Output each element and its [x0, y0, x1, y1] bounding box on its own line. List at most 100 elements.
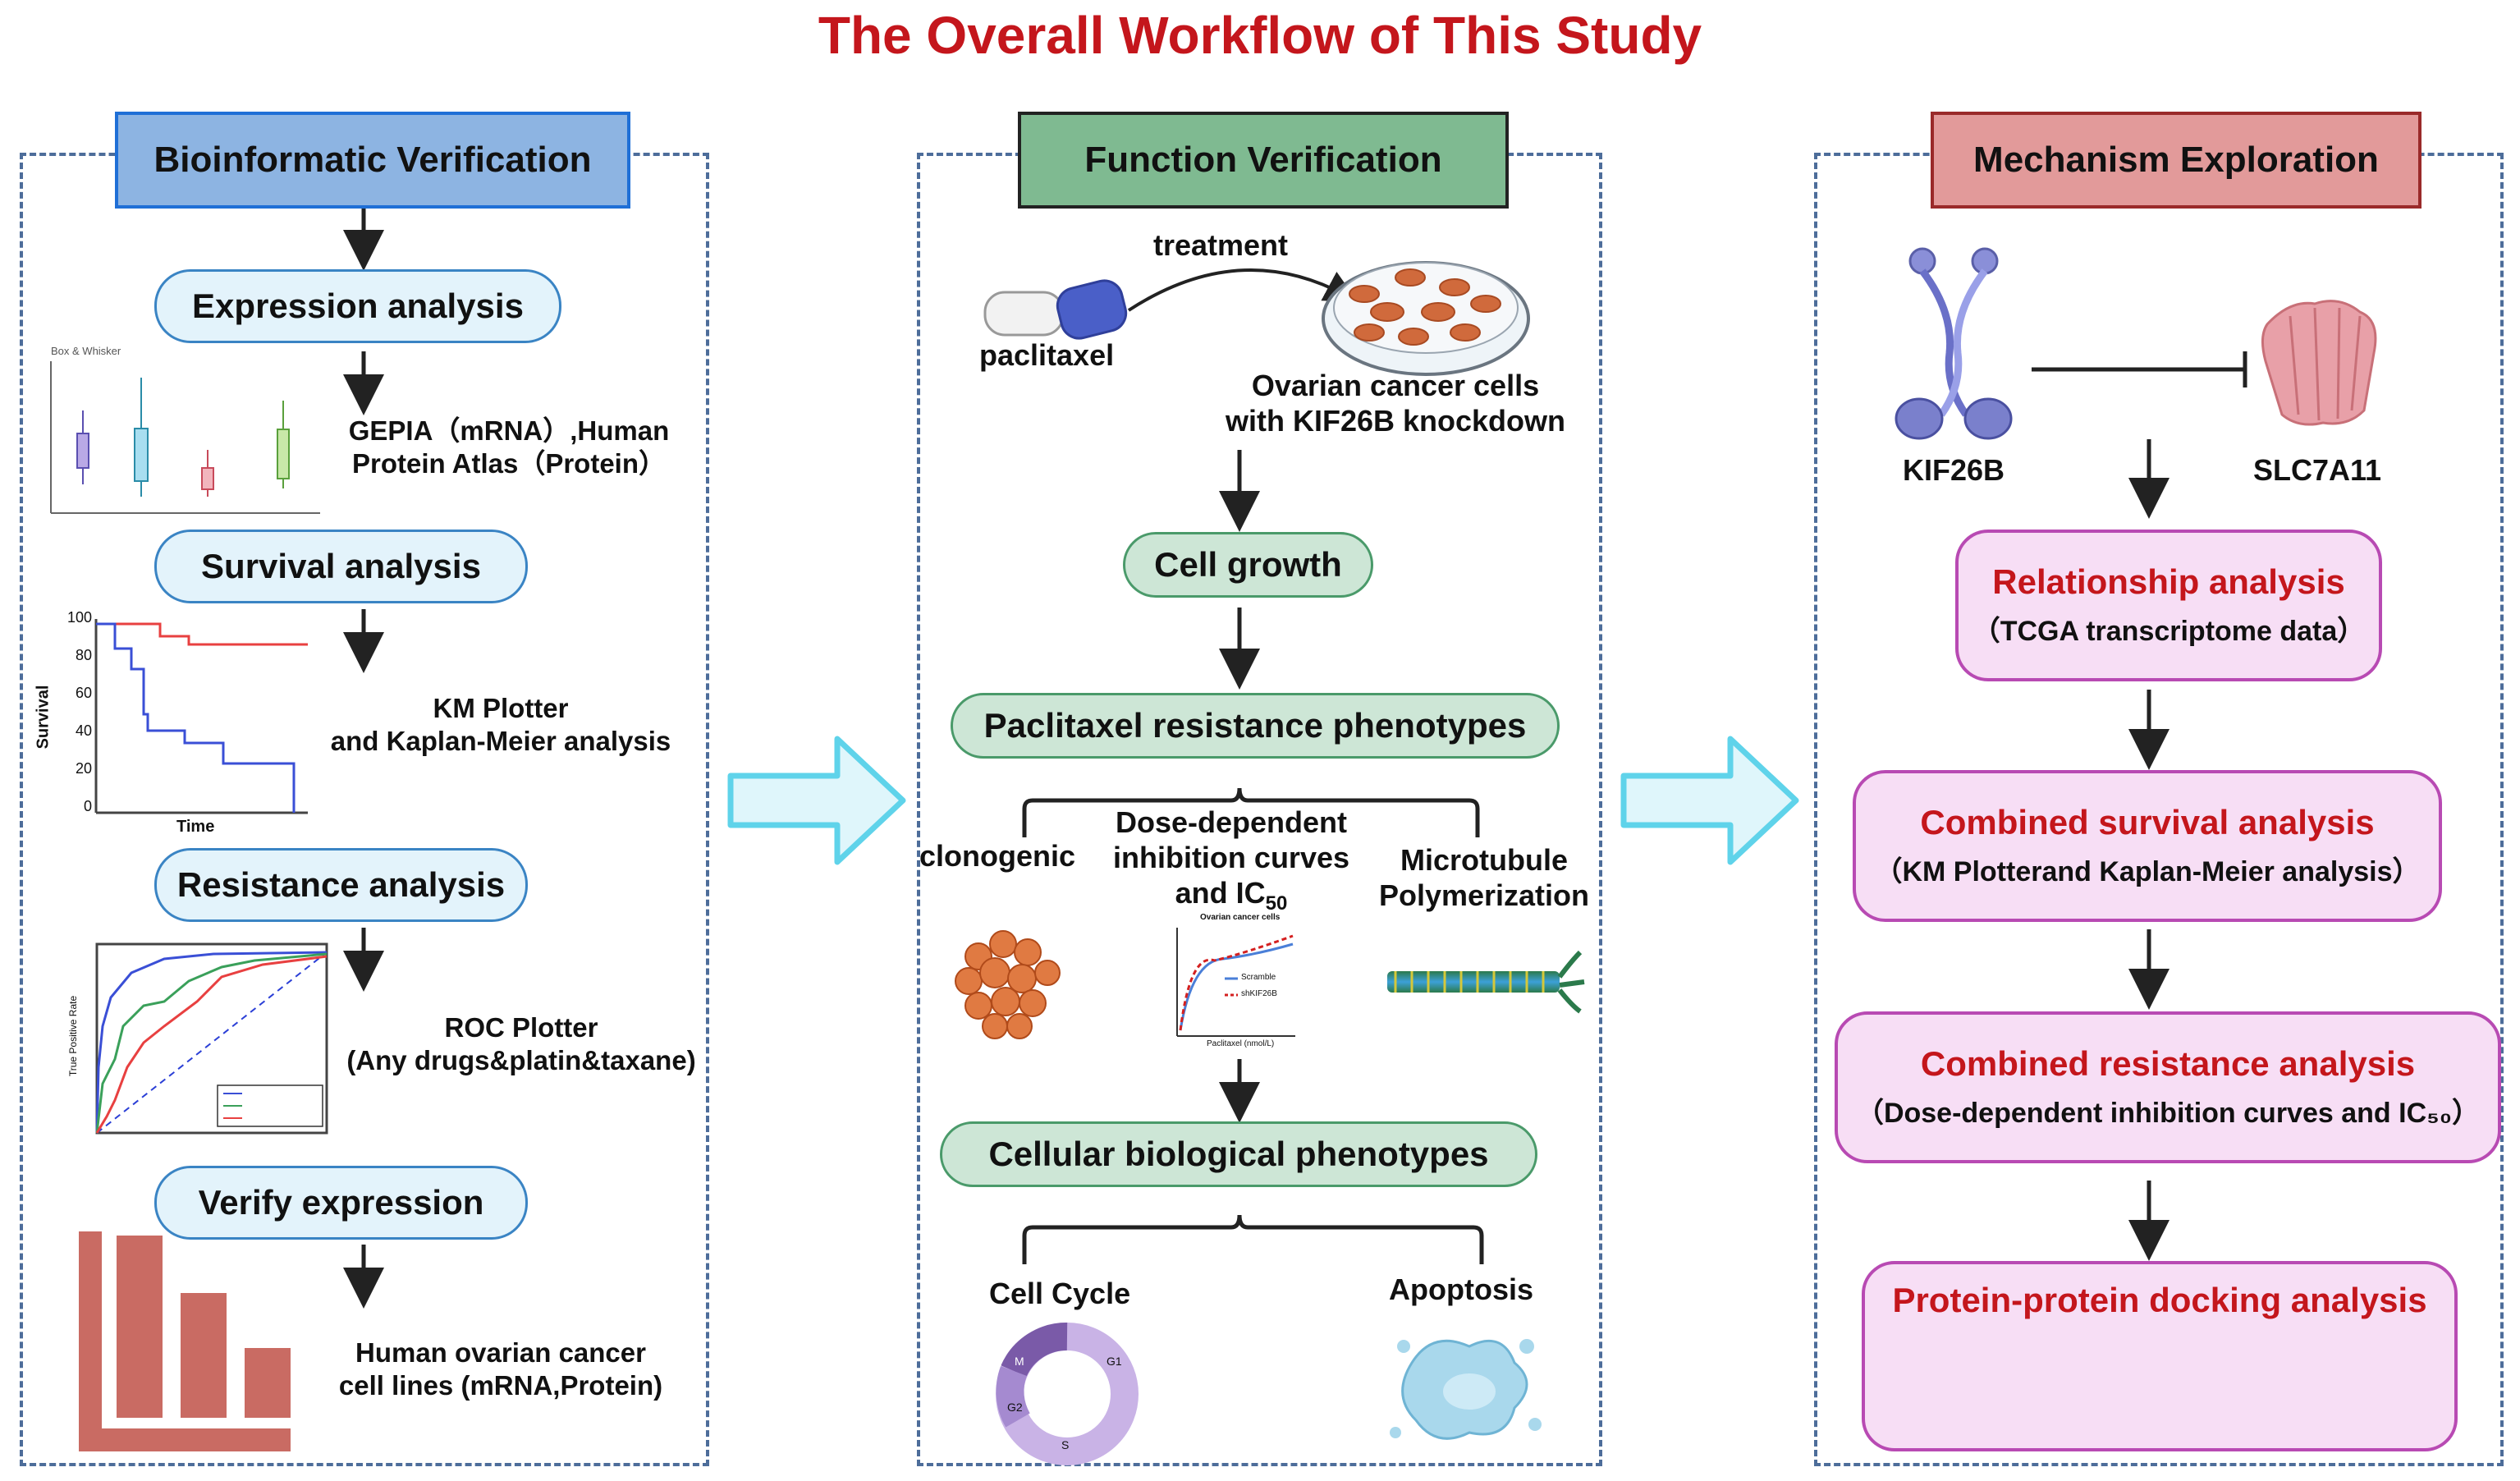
survival-desc-line1: KM Plotter [433, 693, 569, 723]
roc-curve-blue [95, 951, 328, 1134]
brace-biological [1022, 1214, 1484, 1264]
km-tick-labels: 100 80 60 40 20 0 [51, 609, 92, 818]
km-tick: 40 [75, 722, 92, 739]
micro-label: Microtubule Polymerization [1369, 842, 1599, 913]
cells-label: Ovarian cancer cells with KIF26B knockdo… [1198, 368, 1592, 438]
roc-y-label: True Positive Rate [67, 995, 80, 1077]
survival-desc: KM Plotter and Kaplan-Meier analysis [312, 692, 690, 757]
ic50-chart [1176, 928, 1295, 1037]
box-survival-sub: （KM Plotterand Kaplan-Meier analysis） [1874, 856, 2421, 887]
ic50-legend-scramble: Scramble [1241, 973, 1276, 982]
box-resistance-sub: （Dose-dependent inhibition curves and IC… [1855, 1098, 2481, 1129]
dose-label-line3: and IC50 [1092, 875, 1371, 916]
treatment-curve [1127, 268, 1359, 312]
kif26b-label: KIF26B [1903, 453, 2005, 487]
cycle-label-m: M [1015, 1355, 1024, 1368]
km-tick: 100 [66, 609, 92, 626]
pill-resistance-analysis: Resistance analysis [154, 848, 528, 922]
expression-desc: GEPIA（mRNA）,Human Protein Atlas（Protein） [328, 415, 690, 479]
box-series-3 [201, 450, 214, 497]
paclitaxel-label: paclitaxel [979, 338, 1115, 372]
expression-desc-line1: GEPIA（mRNA）,Human [348, 415, 670, 446]
clonogenic-label: clonogenic [919, 839, 1076, 873]
km-tick: 0 [83, 798, 92, 814]
box-survival-title: Combined survival analysis [1920, 803, 2375, 841]
pill-expression-analysis: Expression analysis [154, 269, 561, 343]
big-flow-arrows [727, 736, 1799, 865]
pill-biological-phenotypes: Cellular biological phenotypes [940, 1121, 1537, 1187]
resistance-desc-line2: (Any drugs&platin&taxane) [346, 1044, 696, 1075]
box-series-2 [134, 378, 149, 497]
bar-2 [181, 1293, 227, 1418]
expression-desc-line2: Protein Atlas（Protein） [352, 447, 666, 479]
box-relationship-analysis: Relationship analysis （TCGA transcriptom… [1955, 530, 2382, 681]
expression-bar-chart [79, 1231, 291, 1451]
petri-dish-icon [1322, 261, 1530, 376]
resistance-desc-line1: ROC Plotter [444, 1012, 598, 1043]
roc-curve-red [95, 955, 328, 1134]
box-resistance-title: Combined resistance analysis [1920, 1044, 2416, 1083]
dose-label: Dose-dependent inhibition curves and IC5… [1092, 805, 1371, 916]
km-y-label: Survival [34, 685, 53, 750]
pill-cell-growth: Cell growth [1123, 532, 1373, 598]
cell-cycle-label: Cell Cycle [989, 1277, 1131, 1310]
slc7a11-label: SLC7A11 [2253, 453, 2382, 487]
apoptotic-cell-icon [1390, 1339, 1542, 1440]
bar-1 [117, 1236, 163, 1418]
micro-label-line2: Polymerization [1378, 878, 1590, 913]
clonogenic-colony-icon [955, 930, 1061, 1039]
km-tick: 60 [75, 685, 92, 701]
header-mechanism: Mechanism Exploration [1931, 112, 2421, 209]
cycle-label-g1: G1 [1107, 1355, 1122, 1368]
ic50-legend-knockdown: shKIF26B [1241, 989, 1277, 998]
verify-desc-line2: cell lines (mRNA,Protein) [338, 1369, 663, 1401]
cycle-label-g2: G2 [1007, 1401, 1023, 1414]
pill-verify-expression: Verify expression [154, 1166, 528, 1240]
survival-desc-line2: and Kaplan-Meier analysis [330, 725, 671, 756]
cell-cycle-ring-icon [996, 1323, 1139, 1465]
pill-survival-analysis: Survival analysis [154, 530, 528, 603]
dose-label-ic: and IC [1175, 876, 1266, 910]
header-function: Function Verification [1018, 112, 1509, 209]
km-survival-chart [94, 619, 308, 814]
micro-label-line1: Microtubule [1400, 843, 1568, 877]
roc-curve-green [95, 952, 328, 1134]
km-tick: 80 [75, 647, 92, 663]
page-title: The Overall Workflow of This Study [818, 6, 1702, 65]
ic50-x-label: Paclitaxel (nmol/L) [1207, 1039, 1275, 1048]
box-whisker-chart [50, 361, 320, 514]
km-x-label: Time [176, 818, 215, 836]
cells-label-line1: Ovarian cancer cells [1251, 369, 1540, 402]
dose-label-line1: Dose-dependent [1115, 805, 1348, 839]
bar-3 [245, 1348, 291, 1418]
brace-resistance [1022, 787, 1480, 837]
axis-vertical [79, 1231, 102, 1451]
dose-label-sub: 50 [1265, 892, 1288, 915]
box-combined-resistance: Combined resistance analysis （Dose-depen… [1835, 1011, 2501, 1163]
km-tick: 20 [75, 760, 92, 777]
slc7a11-transporter-icon [2261, 300, 2377, 426]
ic50-chart-title: Ovarian cancer cells [1200, 913, 1281, 922]
box-docking-analysis: Protein-protein docking analysis [1862, 1261, 2458, 1451]
verify-desc: Human ovarian cancer cell lines (mRNA,Pr… [312, 1337, 690, 1401]
arrow-left-to-middle [727, 736, 906, 865]
cycle-label-s: S [1061, 1438, 1070, 1451]
box-docking-title: Protein-protein docking analysis [1892, 1281, 2427, 1319]
km-high-curve [96, 622, 308, 646]
microtubule-icon [1387, 950, 1585, 1014]
box-series-1 [76, 410, 89, 484]
cells-label-line2: with KIF26B knockdown [1225, 404, 1566, 438]
ic50-curve-scramble [1179, 942, 1294, 1031]
arrow-middle-to-right [1620, 736, 1799, 865]
paclitaxel-capsule-icon [983, 279, 1128, 340]
box-series-4 [277, 401, 290, 488]
inhibition-arrow [2032, 351, 2247, 387]
header-bioinformatic: Bioinformatic Verification [115, 112, 630, 209]
axis-horizontal [79, 1428, 291, 1451]
km-low-curve [96, 622, 296, 813]
resistance-desc: ROC Plotter (Any drugs&platin&taxane) [332, 1011, 710, 1076]
apoptosis-label: Apoptosis [1389, 1272, 1533, 1306]
verify-desc-line1: Human ovarian cancer [355, 1337, 646, 1368]
treatment-label: treatment [1153, 228, 1289, 262]
pill-paclitaxel-resistance: Paclitaxel resistance phenotypes [951, 693, 1560, 759]
